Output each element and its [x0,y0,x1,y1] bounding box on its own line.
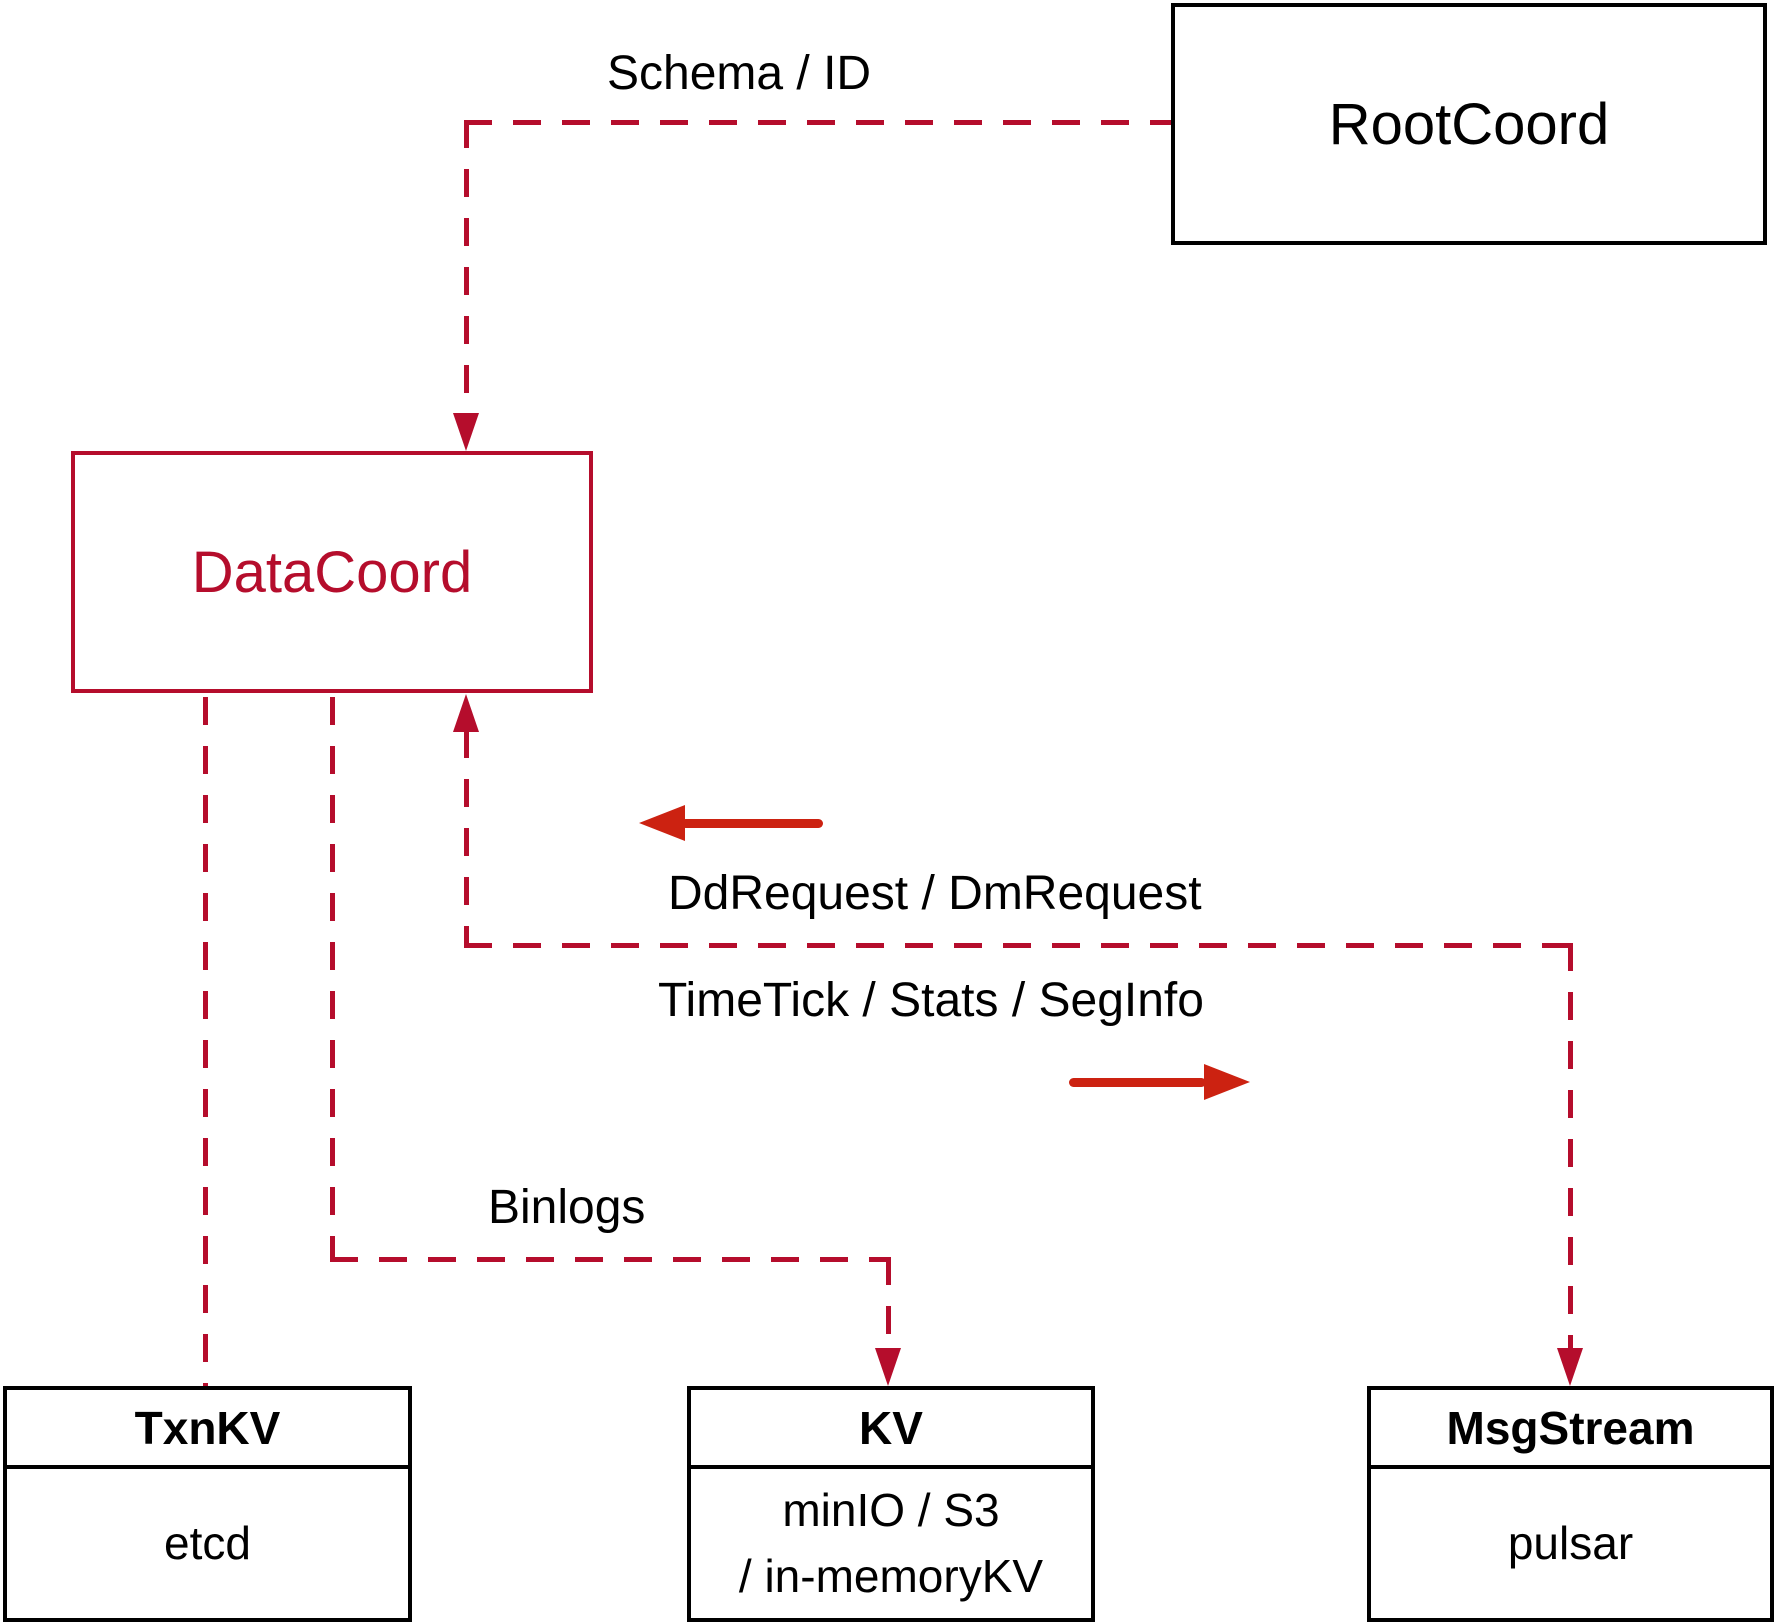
request-edge-vertical-left [464,730,469,947]
msgstream-body: pulsar [1507,1516,1634,1569]
txnkv-title: TxnKV [7,1390,408,1469]
schema-id-arrowhead-icon [453,413,479,451]
schema-id-edge-horizontal [464,120,1171,125]
right-direction-arrow-icon [1069,1064,1250,1100]
left-arrow-head [639,805,685,841]
right-arrow-shaft [1069,1078,1206,1087]
msgstream-title: MsgStream [1371,1390,1770,1469]
binlogs-edge-horizontal [330,1257,891,1262]
timetick-stats-seginfo-label: TimeTick / Stats / SegInfo [658,974,1204,1027]
kv-title: KV [691,1390,1091,1469]
left-direction-arrow-icon [639,805,823,841]
binlogs-arrowhead-icon [875,1348,901,1386]
node-msgstream: MsgStream pulsar [1367,1386,1774,1622]
request-edge-vertical-right [1568,943,1573,1350]
txnkv-body: etcd [164,1516,251,1569]
node-rootcoord: RootCoord [1171,3,1767,245]
txnkv-edge-vertical [203,697,208,1386]
right-arrow-head [1204,1064,1250,1100]
ddrequest-dmrequest-label: DdRequest / DmRequest [668,867,1202,920]
datacoord-title: DataCoord [191,539,473,605]
kv-body-line2: / in-memoryKV [738,1549,1044,1602]
binlogs-edge-vertical-lower [886,1257,891,1349]
node-txnkv: TxnKV etcd [3,1386,412,1622]
binlogs-edge-vertical-upper [330,697,335,1262]
schema-id-edge-vertical [464,120,469,416]
datacoord-up-arrowhead-icon [453,694,479,732]
request-edge-horizontal [464,943,1572,948]
binlogs-label: Binlogs [488,1181,646,1234]
kv-body-line1: minIO / S3 [782,1484,1000,1537]
node-kv: KV minIO / S3 / in-memoryKV [687,1386,1095,1622]
msgstream-arrowhead-icon [1557,1348,1583,1386]
left-arrow-shaft [681,819,823,828]
schema-id-label: Schema / ID [607,47,872,100]
rootcoord-title: RootCoord [1328,91,1610,157]
node-datacoord: DataCoord [71,451,593,693]
